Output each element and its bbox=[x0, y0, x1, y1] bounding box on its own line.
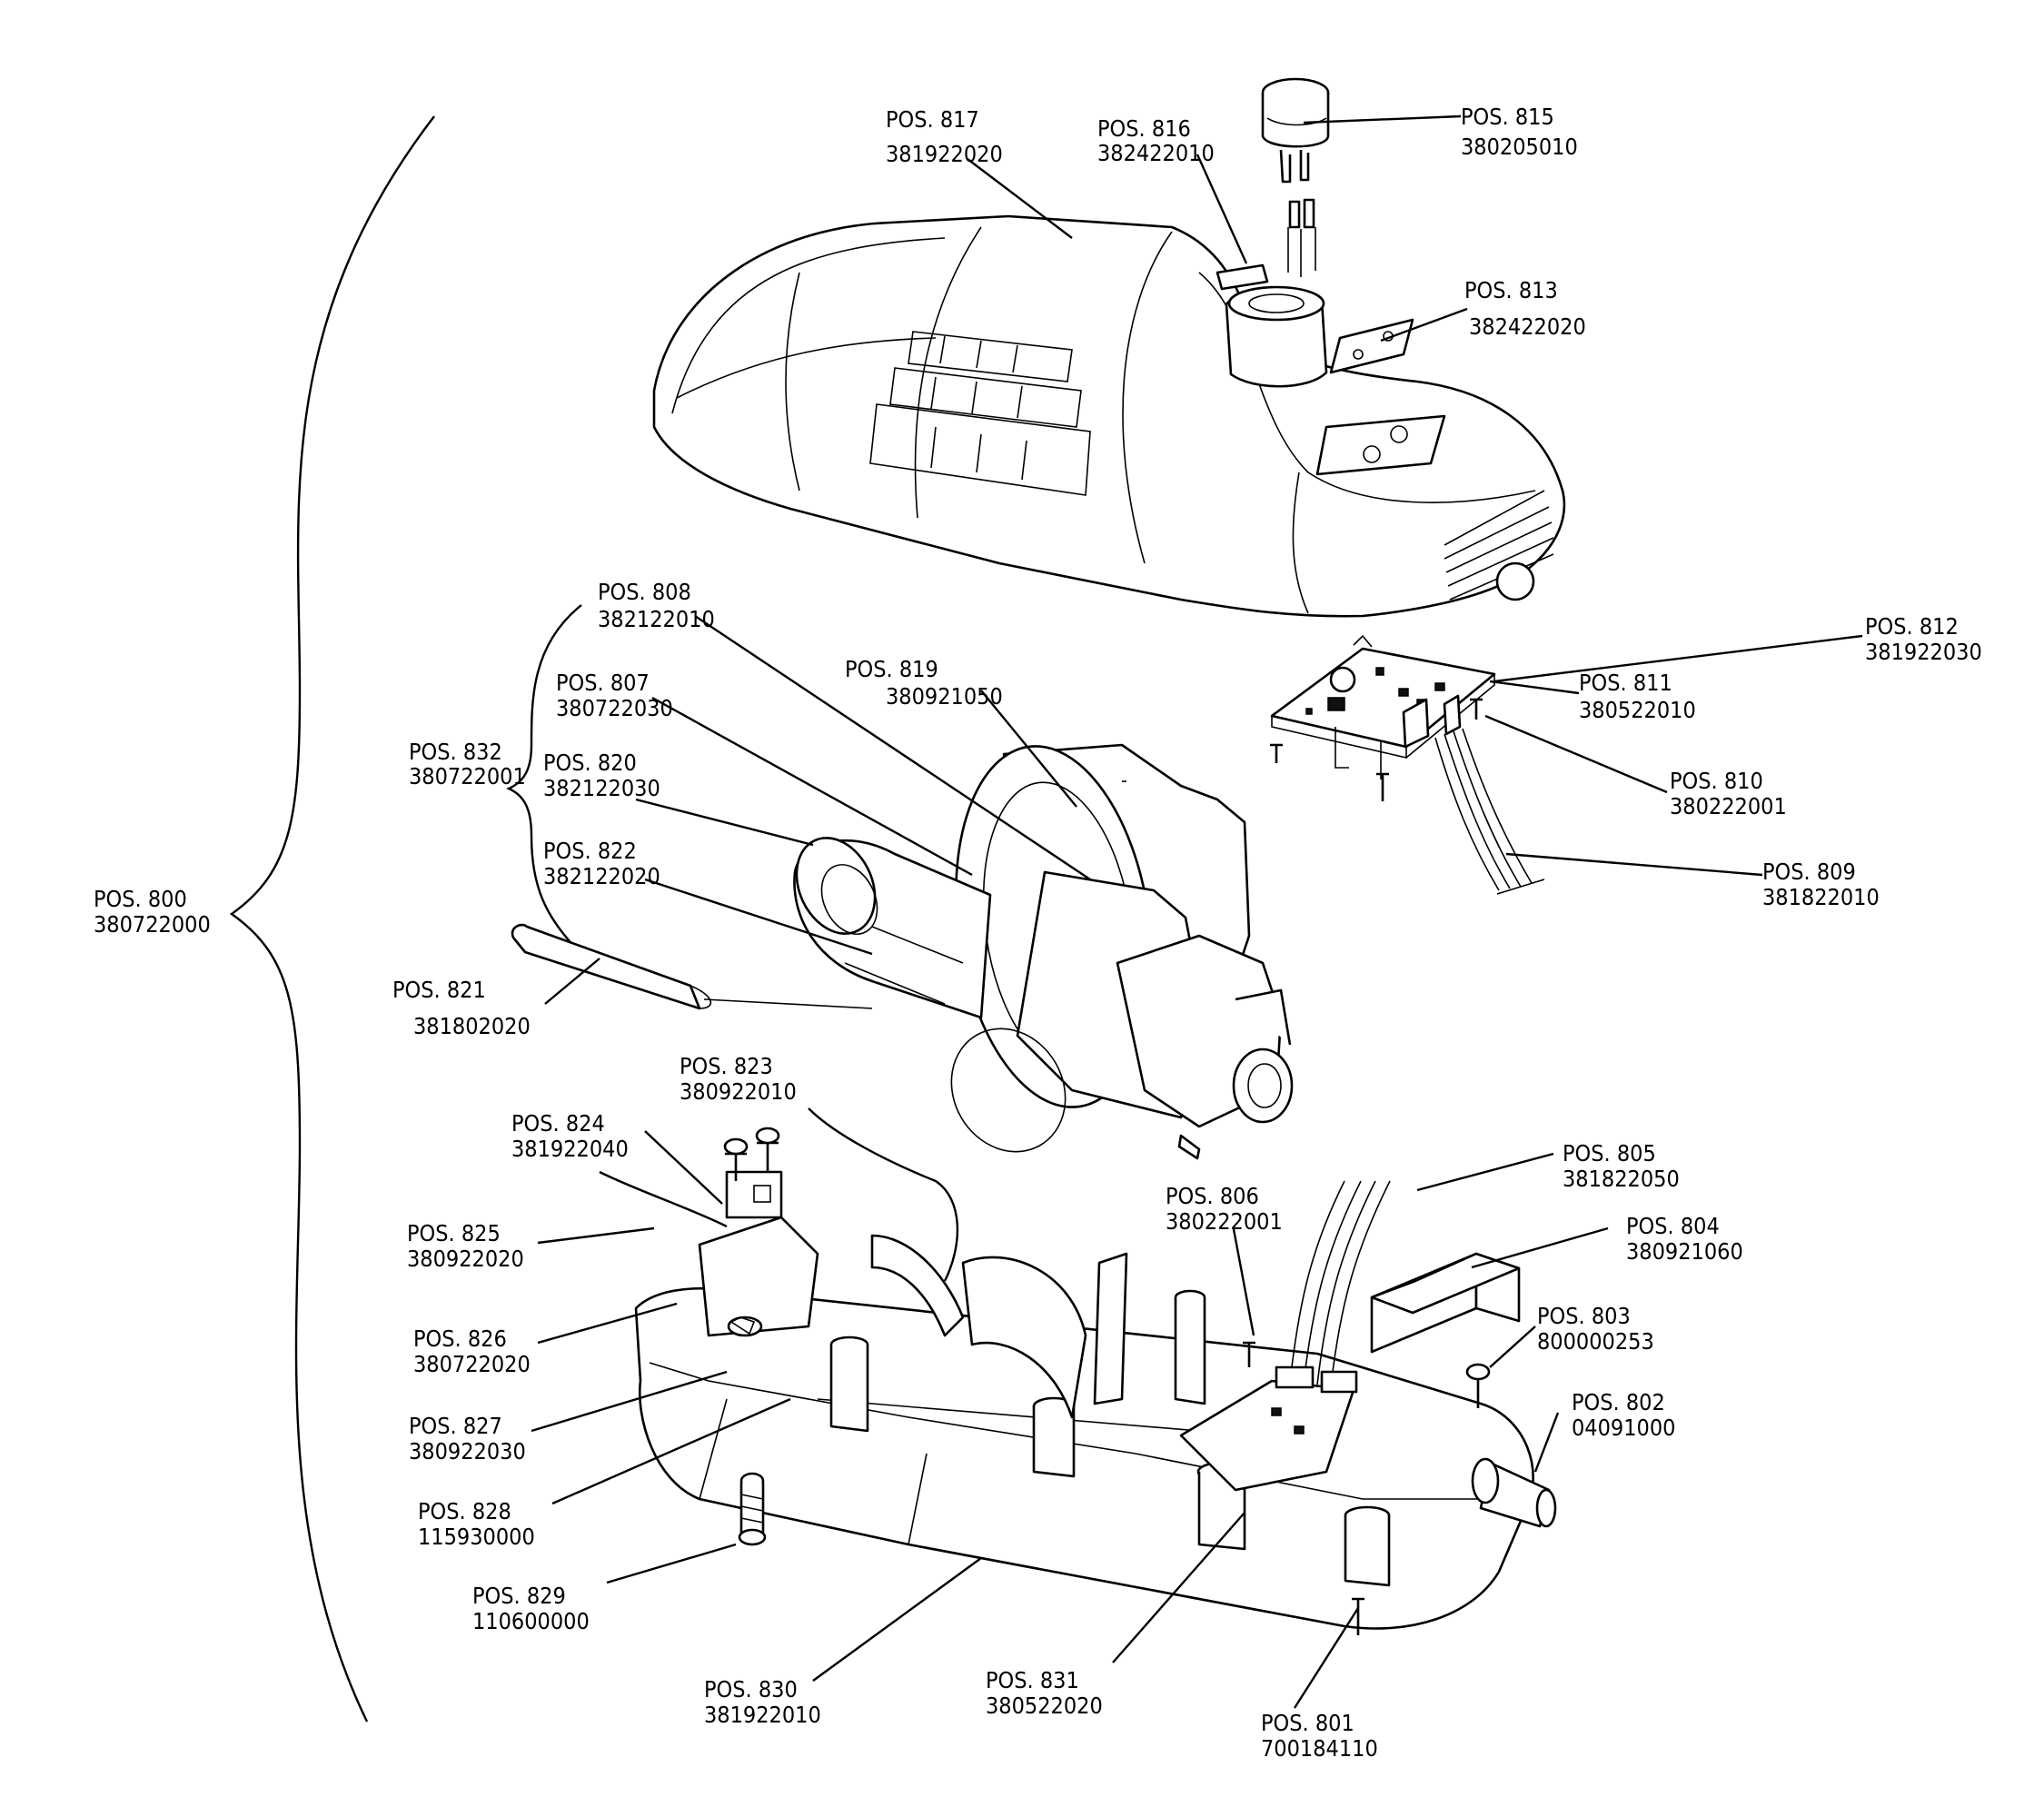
drain-hose-821 bbox=[511, 923, 873, 1010]
cover-vent-slots bbox=[869, 331, 1091, 496]
label-816-pos: POS. 816 bbox=[1097, 115, 1191, 142]
label-808-pos: POS. 808 bbox=[598, 579, 691, 605]
label-809-code: 381822010 bbox=[1762, 884, 1880, 910]
assembly-brace bbox=[229, 115, 435, 1723]
label-808-code: 382122010 bbox=[598, 606, 715, 632]
base-housing bbox=[634, 1127, 1557, 1635]
label-826-pos: POS. 826 bbox=[413, 1326, 507, 1352]
label-800-code: 380722000 bbox=[94, 911, 211, 938]
label-819-code: 380921050 bbox=[886, 683, 1003, 710]
label-830-code: 381922010 bbox=[704, 1702, 821, 1728]
label-813-pos: POS. 813 bbox=[1464, 277, 1558, 303]
label-804-pos: POS. 804 bbox=[1626, 1213, 1720, 1239]
label-810-pos: POS. 810 bbox=[1670, 768, 1763, 794]
hose-823 bbox=[808, 1107, 959, 1282]
label-812-pos: POS. 812 bbox=[1865, 613, 1959, 640]
label-807-code: 380722030 bbox=[556, 695, 673, 721]
label-813-code: 382422020 bbox=[1469, 313, 1586, 340]
label-802-pos: POS. 802 bbox=[1572, 1389, 1665, 1415]
leader-lines bbox=[531, 114, 1863, 1709]
callout-labels: POS. 800 380722000 POS. 832 380722001 PO… bbox=[94, 104, 1982, 1762]
label-817-code: 381922020 bbox=[886, 141, 1003, 167]
motor-pump-assembly bbox=[793, 743, 1294, 1160]
label-802-code: 04091000 bbox=[1572, 1415, 1675, 1441]
label-827-code: 380922030 bbox=[409, 1438, 526, 1465]
label-823-pos: POS. 823 bbox=[680, 1053, 773, 1079]
label-825-pos: POS. 825 bbox=[407, 1220, 501, 1246]
label-811-pos: POS. 811 bbox=[1579, 670, 1672, 696]
label-822-pos: POS. 822 bbox=[543, 838, 637, 864]
label-828-pos: POS. 828 bbox=[418, 1498, 511, 1524]
label-827-pos: POS. 827 bbox=[409, 1413, 502, 1439]
label-819-pos: POS. 819 bbox=[845, 656, 938, 682]
label-825-code: 380922020 bbox=[407, 1246, 524, 1272]
top-cover bbox=[652, 214, 1566, 618]
label-824-pos: POS. 824 bbox=[511, 1110, 605, 1137]
label-806-pos: POS. 806 bbox=[1166, 1183, 1259, 1209]
label-832-pos: POS. 832 bbox=[409, 739, 502, 765]
label-826-code: 380722020 bbox=[413, 1351, 531, 1377]
label-806-code: 380222001 bbox=[1166, 1208, 1283, 1235]
switch-gasket bbox=[1215, 263, 1269, 291]
label-815-code: 380205010 bbox=[1461, 134, 1578, 160]
label-815-pos: POS. 815 bbox=[1461, 104, 1554, 130]
label-821-pos: POS. 821 bbox=[392, 977, 486, 1003]
label-807-pos: POS. 807 bbox=[556, 670, 650, 696]
rocker-switch bbox=[1261, 77, 1330, 277]
subassembly-brace bbox=[506, 604, 582, 955]
label-832-code: 380722001 bbox=[409, 763, 526, 789]
label-817-pos: POS. 817 bbox=[886, 106, 979, 133]
label-810-code: 380222001 bbox=[1670, 793, 1787, 819]
label-831-code: 380522020 bbox=[986, 1693, 1103, 1719]
label-820-code: 382122030 bbox=[543, 775, 660, 801]
label-805-code: 381822050 bbox=[1563, 1166, 1680, 1192]
label-829-code: 110600000 bbox=[472, 1608, 590, 1634]
label-804-code: 380921060 bbox=[1626, 1238, 1743, 1265]
label-803-pos: POS. 803 bbox=[1537, 1303, 1631, 1329]
label-823-code: 380922010 bbox=[680, 1078, 797, 1105]
label-829-pos: POS. 829 bbox=[472, 1583, 566, 1609]
foot-screw-829 bbox=[738, 1472, 767, 1546]
label-805-pos: POS. 805 bbox=[1563, 1140, 1656, 1167]
rear-gasket bbox=[1329, 318, 1414, 374]
label-809-pos: POS. 809 bbox=[1762, 859, 1856, 885]
wire-harness-809 bbox=[1434, 728, 1545, 895]
label-831-pos: POS. 831 bbox=[986, 1667, 1079, 1693]
hose-825 bbox=[599, 1170, 728, 1228]
label-801-code: 700184110 bbox=[1261, 1735, 1378, 1762]
label-801-pos: POS. 801 bbox=[1261, 1710, 1354, 1736]
label-822-code: 382122020 bbox=[543, 863, 660, 889]
label-824-code: 381922040 bbox=[511, 1136, 629, 1162]
label-828-code: 115930000 bbox=[418, 1524, 535, 1550]
label-803-code: 800000253 bbox=[1537, 1328, 1654, 1355]
label-820-pos: POS. 820 bbox=[543, 750, 637, 776]
pressure-switch-804 bbox=[1370, 1252, 1521, 1354]
label-811-code: 380522010 bbox=[1579, 697, 1696, 723]
label-830-pos: POS. 830 bbox=[704, 1676, 798, 1703]
label-800-pos: POS. 800 bbox=[94, 886, 187, 912]
pcb-board bbox=[1270, 634, 1496, 801]
label-821-code: 381802020 bbox=[413, 1013, 531, 1039]
label-816-code: 382422010 bbox=[1097, 140, 1215, 166]
label-812-code: 381922030 bbox=[1865, 639, 1982, 665]
